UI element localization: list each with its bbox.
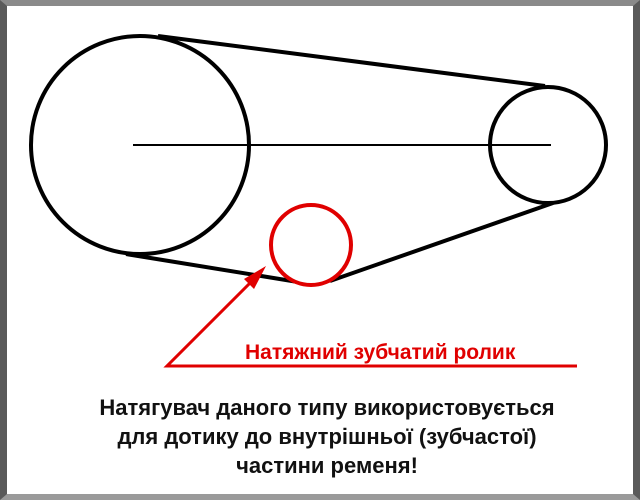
- caption-line: для дотику до внутрішньої (зубчастої): [117, 424, 537, 449]
- caption-line: Натягувач даного типу використовується: [99, 395, 555, 420]
- tensioner-roller: [269, 203, 353, 287]
- caption-line: частини ременя!: [236, 453, 418, 478]
- belt-lower-run-left: [125, 252, 299, 284]
- tensioner-label: Натяжний зубчатий ролик: [245, 341, 516, 364]
- belt-upper-run: [157, 34, 546, 88]
- callout-leader: [163, 276, 577, 368]
- belt-lower-run-right: [329, 201, 554, 283]
- callout-arrowhead: [244, 266, 266, 289]
- caption: Натягувач даного типу використовується д…: [47, 393, 607, 480]
